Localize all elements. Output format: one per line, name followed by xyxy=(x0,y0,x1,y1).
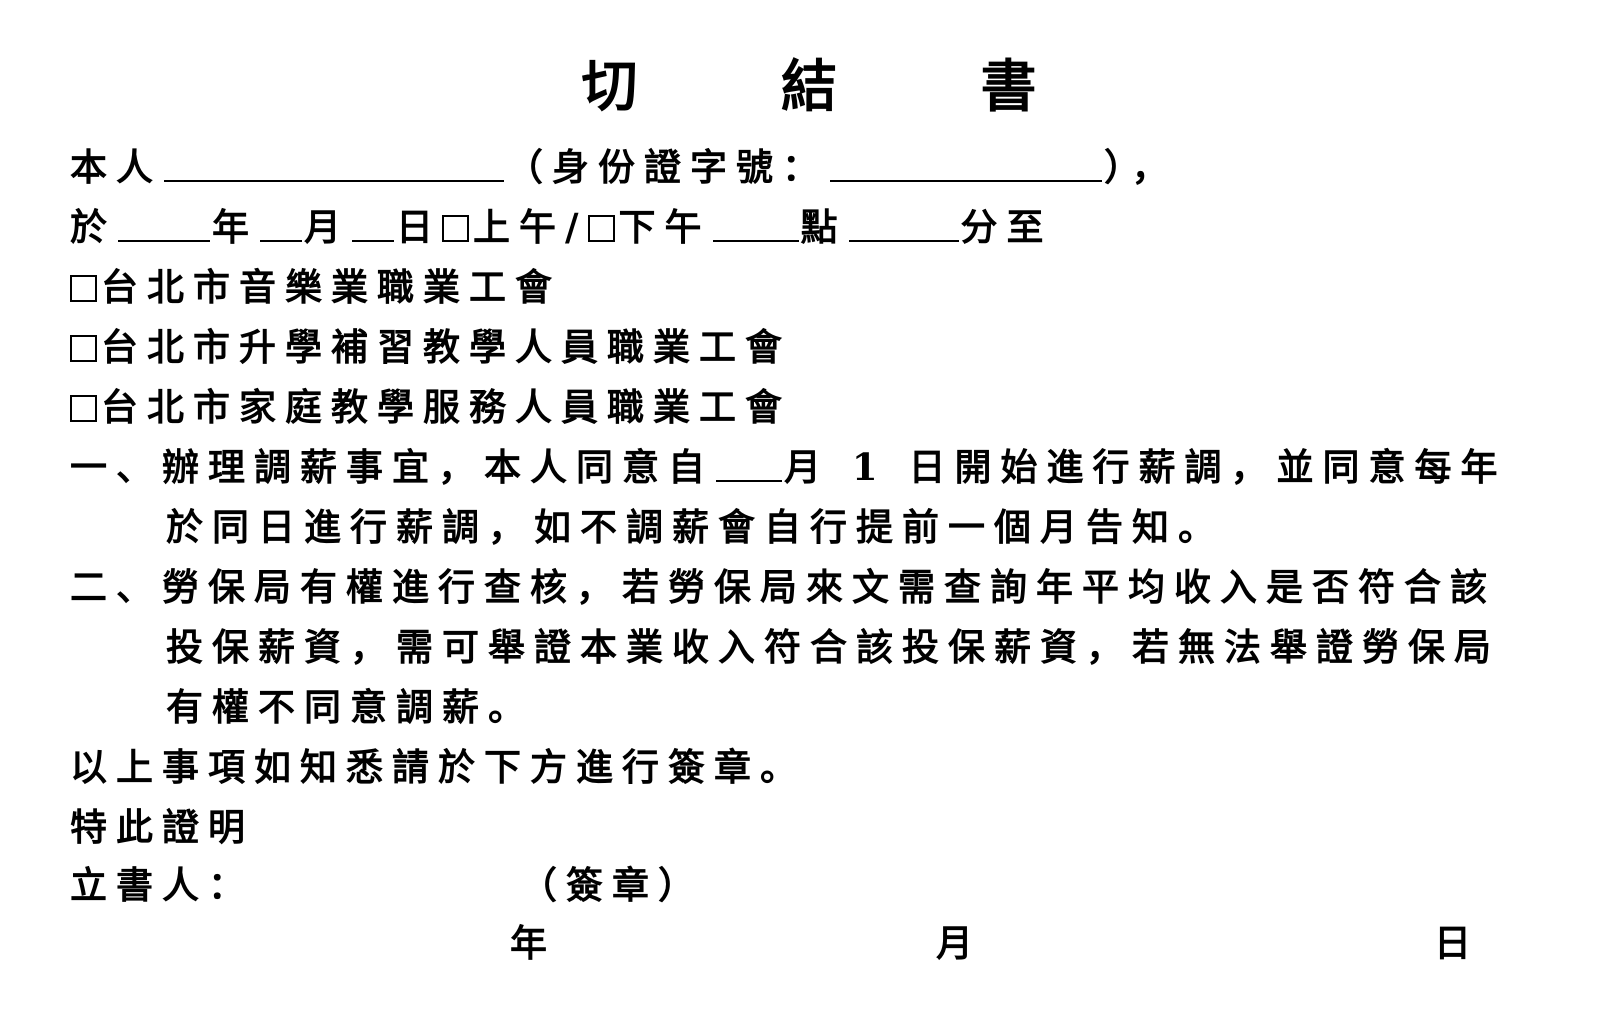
clause-1-number: 一、 xyxy=(70,445,162,489)
clause-1-line-1: 一、辦理調薪事宜，本人同意自 月 1 日開始進行薪調，並同意每年 xyxy=(70,444,1507,490)
clause-2-line-1: 二、勞保局有權進行查核，若勞保局來文需查詢年平均收入是否符合該 xyxy=(70,564,1496,610)
signer-line: 立書人： xyxy=(70,862,254,908)
clause-1-text-a: 辦理調薪事宜，本人同意自 xyxy=(162,445,714,489)
certify-text: 特此證明 xyxy=(70,805,254,849)
name-prefix: 本人 xyxy=(70,145,162,189)
hour-field[interactable] xyxy=(712,206,799,242)
union-option-music: 台北市音樂業職業工會 xyxy=(70,264,561,310)
adjust-month-field[interactable] xyxy=(716,446,782,482)
union-home-teaching-label: 台北市家庭教學服務人員職業工會 xyxy=(101,385,791,429)
clause-1-text-b: 月 1 日開始進行薪調，並同意每年 xyxy=(784,445,1507,489)
notice-text: 以上事項如知悉請於下方進行簽章。 xyxy=(70,745,806,789)
document-title: 切 結 書 xyxy=(581,54,1099,120)
clause-1-line-2: 於同日進行薪調，如不調薪會自行提前一個月告知。 xyxy=(166,505,1224,549)
clause-2-number: 二、 xyxy=(70,565,162,609)
signature-label: （簽章） xyxy=(520,863,704,907)
at-label: 於 xyxy=(70,205,116,249)
name-field[interactable] xyxy=(164,146,504,182)
year-label: 年 xyxy=(212,205,258,249)
union-tutoring-checkbox[interactable] xyxy=(70,335,97,362)
pm-checkbox[interactable] xyxy=(587,215,615,242)
clause-2-line-2: 投保薪資，需可舉證本業收入符合該投保薪資，若無法舉證勞保局 xyxy=(166,625,1500,669)
pm-label: 下午 xyxy=(618,205,711,249)
signer-label: 立書人： xyxy=(70,863,254,907)
union-option-home-teaching: 台北市家庭教學服務人員職業工會 xyxy=(70,384,791,430)
sign-month-label: 月 xyxy=(936,921,973,965)
clause-2-text-1: 勞保局有權進行查核，若勞保局來文需查詢年平均收入是否符合該 xyxy=(162,565,1496,609)
sign-day-label: 日 xyxy=(1434,921,1471,965)
sign-year-label: 年 xyxy=(510,921,547,965)
union-music-label: 台北市音樂業職業工會 xyxy=(101,265,561,309)
month-field[interactable] xyxy=(260,206,302,242)
year-field[interactable] xyxy=(118,206,210,242)
union-option-tutoring: 台北市升學補習教學人員職業工會 xyxy=(70,324,791,370)
union-home-teaching-checkbox[interactable] xyxy=(70,395,97,422)
minute-field[interactable] xyxy=(848,206,959,242)
union-music-checkbox[interactable] xyxy=(70,275,97,302)
month-label: 月 xyxy=(304,205,350,249)
datetime-line: 於 年 月 日上午/下午 點 分至 xyxy=(70,204,1053,250)
am-checkbox[interactable] xyxy=(442,215,469,242)
day-label: 日 xyxy=(396,205,442,249)
id-number-field[interactable] xyxy=(830,146,1102,182)
id-label: （身份證字號： xyxy=(506,145,828,189)
am-label: 上午/ xyxy=(473,205,588,249)
day-field[interactable] xyxy=(352,206,394,242)
union-tutoring-label: 台北市升學補習教學人員職業工會 xyxy=(101,325,791,369)
hour-label: 點 xyxy=(800,205,847,249)
minute-label: 分至 xyxy=(960,205,1053,249)
clause-2-line-3: 有權不同意調薪。 xyxy=(166,685,534,729)
id-suffix: ）， xyxy=(1104,145,1178,189)
name-id-line: 本人 （身份證字號： ）， xyxy=(70,144,1178,190)
